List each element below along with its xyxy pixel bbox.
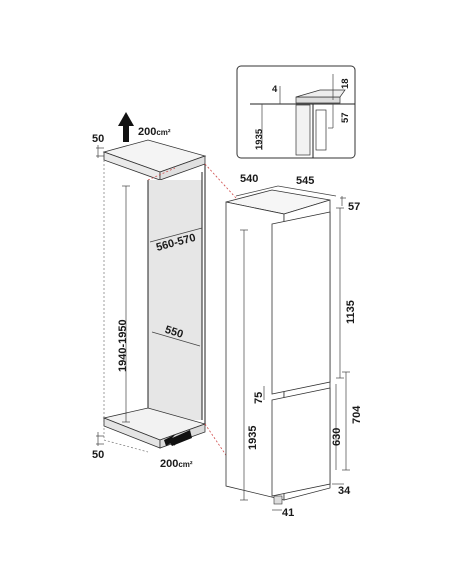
niche-depth-label: 550 <box>163 324 184 341</box>
appliance-depth-label: 540 <box>240 173 258 185</box>
bottom-vent-value: 200cm² <box>160 458 193 470</box>
detail-right-b-label: 57 <box>340 112 351 123</box>
lower-door-gap-label: 75 <box>253 392 265 404</box>
lower-door-a-label: 704 <box>351 405 363 424</box>
detail-inset <box>236 65 356 159</box>
lower-door-b-label: 630 <box>331 428 343 446</box>
top-vent-arrow <box>118 112 134 142</box>
total-height-label: 1935 <box>247 426 259 450</box>
upper-door-label: 1135 <box>345 300 357 324</box>
niche-height-label: 1940-1950 <box>117 319 129 372</box>
bottom-vent-arrow <box>164 430 192 446</box>
appliance-top-offset-label: 57 <box>348 201 360 213</box>
appliance-fridge <box>225 189 331 505</box>
bottom-offset-label: 34 <box>338 485 351 497</box>
top-vent-value: 200cm² <box>138 126 171 138</box>
bottom-gap-label: 50 <box>92 449 104 461</box>
top-gap-label: 50 <box>92 133 104 145</box>
appliance-width-label: 545 <box>296 175 314 187</box>
detail-right-a-label: 18 <box>340 78 351 89</box>
niche-cabinet <box>102 139 207 453</box>
foot-offset-label: 41 <box>282 507 294 519</box>
detail-top-gap-label: 4 <box>272 84 278 95</box>
detail-height-label: 1935 <box>254 128 265 150</box>
